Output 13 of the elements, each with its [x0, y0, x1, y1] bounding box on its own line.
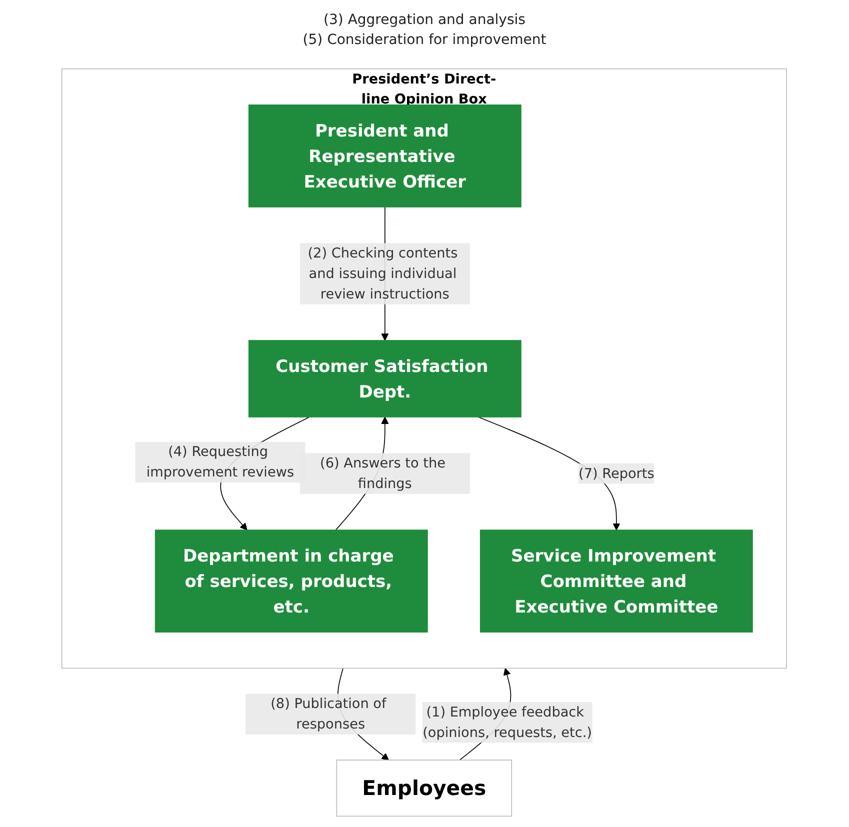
- note-text: (5) Consideration for improvement: [302, 32, 546, 48]
- node-box: Service Improvement Committee and Executive Committee: [480, 530, 754, 633]
- node-box: President and Representative Executive Officer: [248, 104, 522, 208]
- edge-label: (4) Requesting improvement reviews: [146, 443, 294, 480]
- edge-label: (2) Checking contents and issuing individual review instructions: [308, 244, 458, 302]
- node-box: Customer Satisfaction Dept.: [248, 340, 522, 418]
- edge-label: (8) Publication of responses: [270, 695, 387, 732]
- edge-label: (7) Reports: [578, 465, 655, 482]
- edge-label: (1) Employee feedback (opinions, requests, etc.): [422, 704, 592, 740]
- node-box: Department in charge of services, products, etc.: [155, 530, 428, 633]
- node-box: Employees: [336, 760, 512, 817]
- note-text: (3) Aggregation and analysis: [324, 12, 526, 28]
- edge-label: (6) Answers to the findings: [320, 454, 446, 492]
